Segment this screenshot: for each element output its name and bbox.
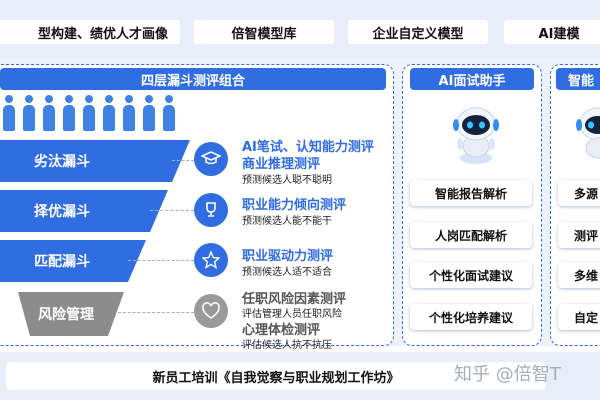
assessment-button[interactable]: 测评 [558,222,600,248]
custom-button[interactable]: 自定 [558,304,600,330]
eval-desc-fit: 预测候选人适不适合 [242,267,332,278]
eval-desc-smart: 预测候选人聪不聪明 [242,175,332,186]
training-workshop-label[interactable]: 新员工培训《自我觉察与职业规划工作坊》 [6,362,546,390]
top-item-talent-profile[interactable]: 型构建、绩优人才画像 [0,20,180,44]
robot-icon [572,102,600,162]
top-item-custom-model[interactable]: 企业自定义模型 [348,20,488,44]
top-item-model-library[interactable]: 倍智模型库 [194,20,334,44]
eval-desc-risk: 评估管理人员任职风险 [242,309,342,320]
funnel-panel-title: 四层漏斗测评组合 [0,68,386,90]
interview-advice-button[interactable]: 个性化面试建议 [410,262,532,288]
robot-icon [448,104,504,166]
person-icon [22,95,36,131]
funnel-layer-risk [18,292,124,336]
smart-report-button[interactable]: 智能报告解析 [410,180,532,206]
funnel-label-elimination: 劣汰漏斗 [34,154,90,170]
multi-source-button[interactable]: 多源 [558,180,600,206]
person-icon [2,95,16,131]
trophy-icon [194,193,228,227]
connector-line [150,210,194,211]
connector-line [172,160,194,161]
funnel-layer-selection [0,190,168,232]
funnel-label-risk: 风险管理 [38,307,94,323]
eval-title-ai-written: AI笔试、认知能力测评 [242,140,374,155]
funnel-layer-matching [0,240,146,282]
funnel-label-selection: 择优漏斗 [34,204,90,220]
person-icon [142,95,156,131]
multi-dimension-button[interactable]: 多维 [558,262,600,288]
eval-title-risk-factors: 任职风险因素测评 [242,292,347,307]
connector-line [128,260,194,261]
four-layer-funnel: 劣汰漏斗 择优漏斗 匹配漏斗 风险管理 [0,134,190,346]
top-item-ai-modeling[interactable]: AI建模 [504,20,600,44]
watermark: 知乎 @倍智T [454,364,561,385]
person-icon [62,95,76,131]
graduation-cap-icon [194,142,228,176]
smart-panel-title: 智能 [556,68,600,90]
eval-title-motivation: 职业驱动力测评 [242,249,334,264]
ai-interview-title: AI面试助手 [410,68,534,90]
training-advice-button[interactable]: 个性化培养建议 [410,304,532,330]
funnel-label-matching: 匹配漏斗 [34,254,90,270]
funnel-layer-elimination [0,140,190,182]
person-icon [42,95,56,131]
eval-desc-capable: 预测候选人能不能干 [242,216,332,227]
person-icon [82,95,96,131]
eval-title-business-reasoning: 商业推理测评 [242,157,321,172]
person-icon [102,95,116,131]
eval-title-psych-check: 心理体检测评 [242,323,321,338]
people-row [2,95,190,131]
eval-desc-stress: 评估候选人抗不抗压 [242,340,332,351]
person-icon [122,95,136,131]
connector-line [118,312,194,313]
job-match-button[interactable]: 人岗匹配解析 [410,222,532,248]
eval-title-aptitude: 职业能力倾向测评 [242,198,347,213]
person-icon [162,95,176,131]
heart-shield-icon [194,294,228,328]
star-icon [194,243,228,277]
